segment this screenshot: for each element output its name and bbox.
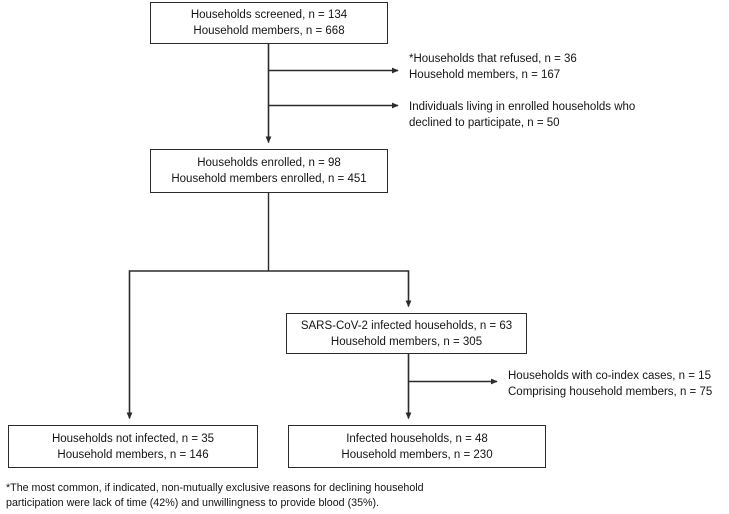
node-line: Households screened, n = 134 — [190, 9, 348, 21]
node-line: Households enrolled, n = 98 — [197, 157, 341, 169]
node-infected-households: Infected households, n = 48 Household me… — [288, 425, 546, 468]
note-line: Comprising household members, n = 75 — [508, 386, 713, 398]
node-line: Households not infected, n = 35 — [51, 432, 215, 445]
footnote: *The most common, if indicated, non-mutu… — [6, 481, 424, 511]
node-line: Household members enrolled, n = 451 — [171, 173, 367, 185]
node-line: SARS-CoV-2 infected households, n = 63 — [300, 319, 513, 332]
note-line: Individuals living in enrolled household… — [409, 101, 636, 113]
footnote-line: *The most common, if indicated, non-mutu… — [6, 482, 424, 494]
note-individuals-declined: Individuals living in enrolled household… — [409, 99, 635, 131]
footnote-line: participation were lack of time (42%) an… — [6, 497, 380, 509]
note-line: Households with co-index cases, n = 15 — [508, 370, 711, 382]
node-households-enrolled: Households enrolled, n = 98 Household me… — [150, 149, 388, 193]
node-line: Household members, n = 146 — [57, 448, 209, 461]
note-line: *Households that refused, n = 36 — [409, 53, 577, 65]
node-households-screened: Households screened, n = 134 Household m… — [150, 2, 388, 44]
note-households-refused: *Households that refused, n = 36 Househo… — [409, 51, 577, 83]
node-line: Infected households, n = 48 — [346, 432, 488, 445]
node-line: Household members, n = 668 — [193, 25, 345, 37]
node-line: Household members, n = 230 — [341, 448, 493, 461]
node-line: Household members, n = 305 — [330, 335, 483, 348]
node-sars-cov-2-infected-households: SARS-CoV-2 infected households, n = 63 H… — [286, 313, 527, 354]
note-households-with-co-index-cases: Households with co-index cases, n = 15 C… — [508, 368, 712, 400]
note-line: Household members, n = 167 — [409, 69, 561, 81]
node-households-not-infected: Households not infected, n = 35 Househol… — [8, 425, 258, 468]
note-line: declined to participate, n = 50 — [409, 117, 560, 129]
